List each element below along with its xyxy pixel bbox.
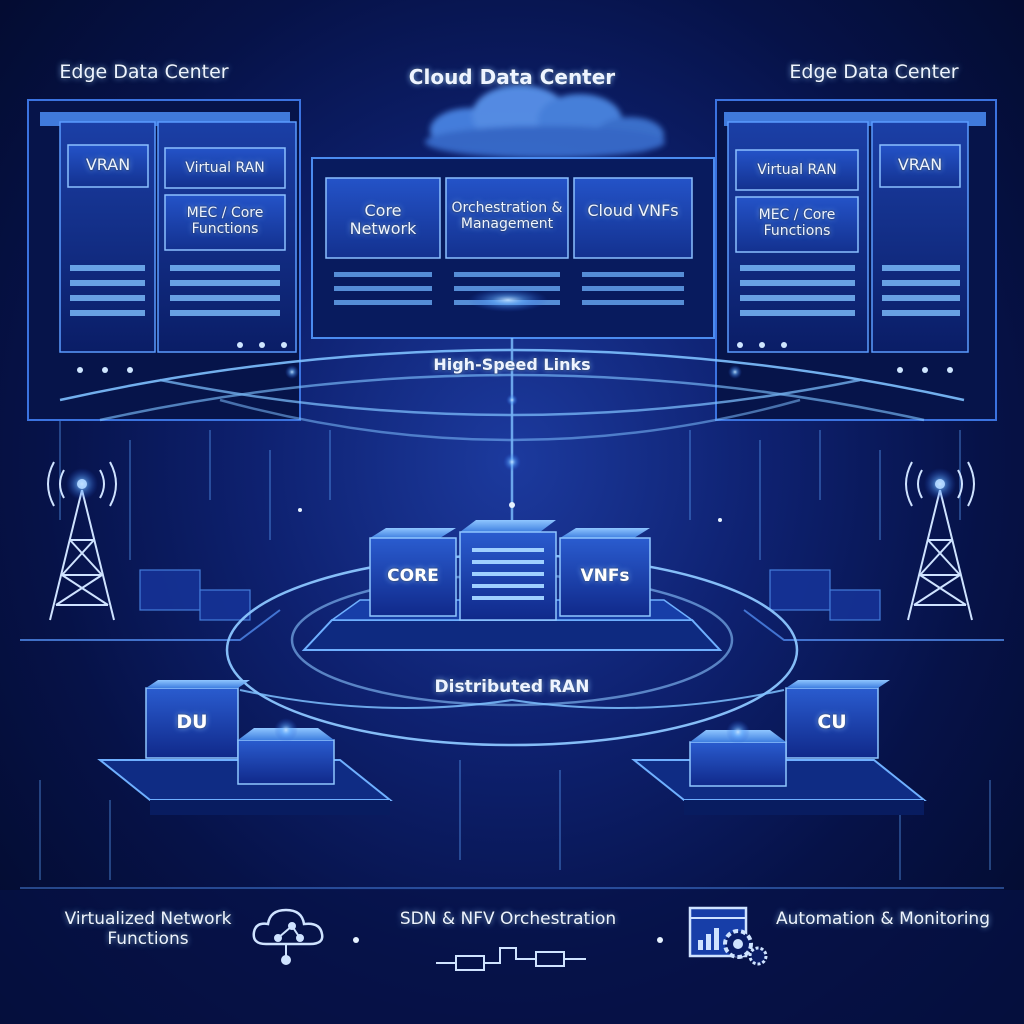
cloud-vnfs-label: Cloud VNFs [587,201,679,220]
center-server-cube [459,520,557,621]
right-virtual-ran-label: Virtual RAN [757,162,837,178]
cu-node [631,680,927,815]
core-cube [369,528,457,617]
side-platforms [20,609,1004,641]
monitor-gear-icon [688,906,768,966]
cloud-network-icon [252,908,324,965]
high-speed-links-label: High-Speed Links [433,355,591,374]
link-glow-dots [285,365,742,471]
right-cell-tower-icon [905,461,975,621]
du-node [97,680,393,815]
core-cube-label: CORE [387,566,439,586]
cloud-data-center-panel [311,157,715,339]
left-mec-core-label: MEC / Core Functions [186,205,264,238]
vnfs-cube-label: VNFs [580,566,630,586]
cloud-title: Cloud Data Center [408,65,616,89]
left-edge-rack [27,99,301,421]
edge-right-title: Edge Data Center [789,61,959,83]
cu-label: CU [817,711,847,733]
right-edge-rack [715,99,997,421]
vnfs-cube [559,528,651,617]
right-vran-label: VRAN [897,155,943,174]
footer-bar [0,887,1024,1024]
side-blocks [139,569,881,621]
edge-left-title: Edge Data Center [59,61,229,83]
flow-diagram-icon [436,947,586,971]
du-label: DU [176,711,208,733]
left-cell-tower-icon [47,461,117,621]
lower-links [239,689,785,709]
left-virtual-ran-label: Virtual RAN [185,160,265,176]
sparkles [298,502,722,943]
core-network-label: Core Network [349,201,417,239]
light-streaks [39,420,991,880]
footer-vnf-label: Virtualized Network Functions [64,909,232,949]
distributed-ran-label: Distributed RAN [434,677,590,697]
high-speed-link-arcs [59,338,965,520]
right-mec-core-label: MEC / Core Functions [758,207,836,240]
orchestration-management-label: Orchestration & Management [451,200,563,233]
footer-sdn-nfv-label: SDN & NFV Orchestration [399,909,617,929]
left-vran-label: VRAN [85,155,131,174]
footer-automation-label: Automation & Monitoring [776,909,990,929]
top-clouds-icon [425,85,665,158]
